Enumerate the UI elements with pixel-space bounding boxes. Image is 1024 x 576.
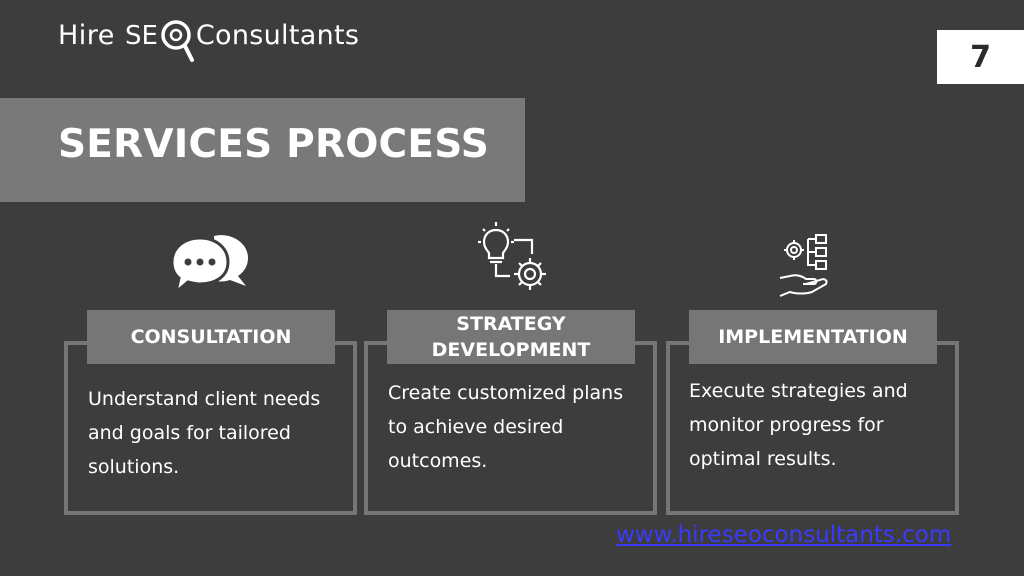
magnifier-icon (161, 20, 194, 62)
page-number: 7 (937, 30, 1024, 84)
card-strategy-text: Create customized plans to achieve desir… (388, 382, 624, 472)
company-logo: Hire SE Consultants (58, 16, 359, 68)
card-consultation-title: CONSULTATION (87, 310, 335, 364)
chat-bubbles-icon (170, 235, 248, 296)
page-title: SERVICES PROCESS (58, 122, 490, 167)
website-link[interactable]: www.hireseoconsultants.com (616, 522, 952, 548)
logo-word-se: SE (124, 21, 158, 51)
lightbulb-gear-icon (478, 222, 546, 290)
logo-word-consultants: Consultants (195, 20, 360, 51)
hand-gear-flowchart-icon (779, 234, 828, 297)
card-implementation-text: Execute strategies and monitor progress … (689, 380, 908, 470)
title-banner: SERVICES PROCESS (0, 98, 525, 202)
card-consultation-text: Understand client needs and goals for ta… (88, 388, 321, 478)
logo-word-hire: Hire (58, 20, 115, 51)
card-implementation-title: IMPLEMENTATION (689, 310, 937, 364)
card-strategy-title: STRATEGY DEVELOPMENT (387, 310, 635, 364)
